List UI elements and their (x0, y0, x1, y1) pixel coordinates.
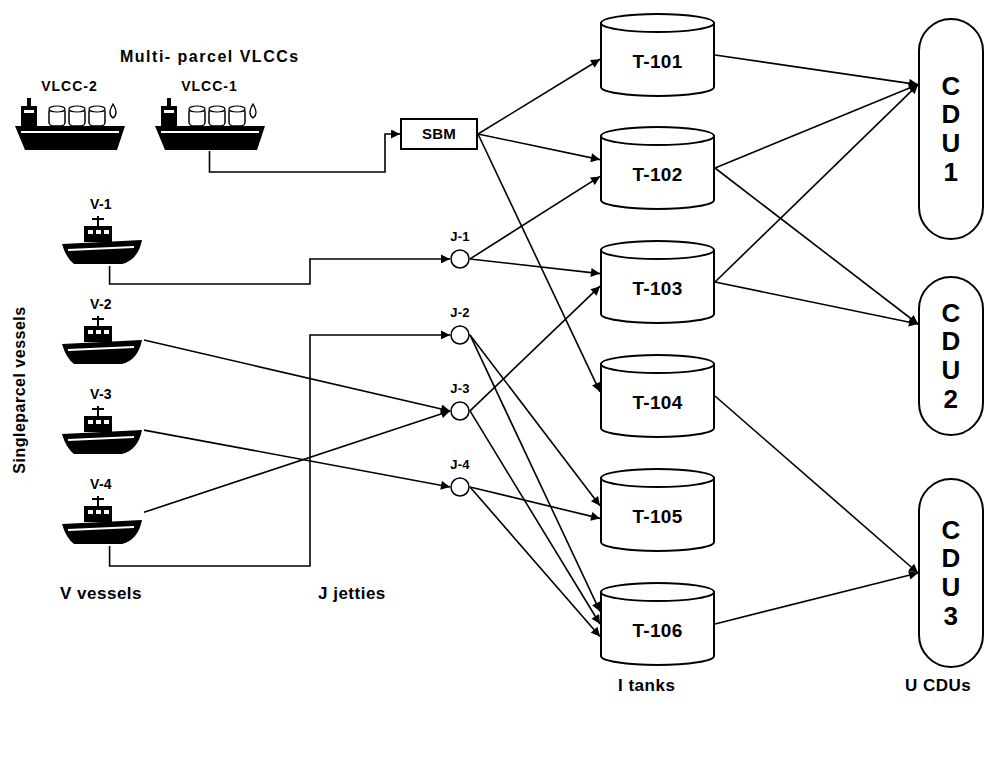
axis-label: J jetties (318, 584, 386, 604)
flow-arrow (144, 340, 450, 411)
vessel-icon (58, 214, 144, 266)
cdu-unit: C D U 2 (918, 276, 984, 436)
flow-arrow (470, 335, 600, 611)
flow-arrow (470, 259, 600, 274)
node-label: T-105 (632, 506, 682, 528)
storage-tank: T-101 (600, 13, 715, 97)
jetty-node: J-2 (440, 306, 480, 347)
jetty-node: J-3 (440, 382, 480, 423)
flow-arrow (715, 282, 918, 324)
vlcc-icon (155, 96, 265, 151)
flow-arrow (478, 59, 600, 134)
vlcc-vessel: VLCC-2 (12, 78, 127, 151)
group-label: Singleparcel vessels (11, 306, 29, 473)
flow-arrow (470, 335, 600, 506)
single-parcel-vessel: V-2 (58, 296, 144, 366)
vlcc-icon (15, 96, 125, 151)
node-label: J-2 (440, 306, 480, 321)
flow-arrow (470, 487, 600, 518)
flow-arrow (715, 85, 918, 168)
storage-tank: T-105 (600, 468, 715, 552)
flow-arrow (715, 168, 918, 324)
single-parcel-vessel: V-3 (58, 386, 144, 456)
flow-arrow (715, 85, 918, 282)
jetty-circle (450, 247, 470, 271)
jetty-node: J-4 (440, 458, 480, 499)
node-label: VLCC-2 (12, 78, 127, 94)
jetty-circle (450, 475, 470, 499)
flow-arrow (478, 134, 600, 392)
flow-arrow (470, 487, 600, 637)
single-parcel-vessel: V-4 (58, 476, 144, 546)
axis-label: V vessels (60, 584, 142, 604)
node-label: C D U 2 (938, 299, 964, 413)
jetty-circle (450, 323, 470, 347)
storage-tank: T-104 (600, 354, 715, 438)
cdu-unit: C D U 1 (918, 18, 984, 240)
node-label: T-102 (632, 164, 682, 186)
vlcc-vessel: VLCC-1 (152, 78, 267, 151)
node-label: V-1 (58, 196, 144, 212)
node-label: V-2 (58, 296, 144, 312)
node-label: J-3 (440, 382, 480, 397)
node-label: VLCC-1 (152, 78, 267, 94)
node-label: T-104 (632, 392, 682, 414)
axis-label: I tanks (618, 676, 675, 696)
node-label: T-106 (632, 620, 682, 642)
node-label: SBM (422, 125, 456, 142)
group-heading: Multi- parcel VLCCs (120, 48, 300, 66)
node-label: C D U 1 (938, 72, 964, 186)
flow-arrow (144, 430, 450, 487)
flow-arrow (478, 134, 600, 160)
flow-arrow (144, 411, 450, 512)
node-label: J-4 (440, 458, 480, 473)
node-label: C D U 3 (938, 516, 964, 630)
jetty-circle (450, 399, 470, 423)
flow-arrow (715, 55, 918, 85)
storage-tank: T-102 (600, 126, 715, 210)
node-label: T-103 (632, 278, 682, 300)
node-label: J-1 (440, 230, 480, 245)
axis-label: U CDUs (905, 676, 971, 696)
flow-arrow (715, 573, 918, 624)
vessel-icon (58, 494, 144, 546)
flow-arrow (715, 396, 918, 573)
flow-arrow (110, 259, 450, 284)
single-parcel-vessel: V-1 (58, 196, 144, 266)
flow-arrow (110, 335, 450, 566)
jetty-node: J-1 (440, 230, 480, 271)
flow-arrow (470, 411, 600, 624)
node-label: V-4 (58, 476, 144, 492)
cdu-unit: C D U 3 (918, 478, 984, 668)
node-label: V-3 (58, 386, 144, 402)
storage-tank: T-106 (600, 582, 715, 666)
flow-arrow (470, 176, 600, 259)
flow-arrow (470, 286, 600, 411)
storage-tank: T-103 (600, 240, 715, 324)
vessel-icon (58, 404, 144, 456)
sbm-box: SBM (400, 118, 478, 150)
node-label: T-101 (632, 51, 682, 73)
vessel-icon (58, 314, 144, 366)
